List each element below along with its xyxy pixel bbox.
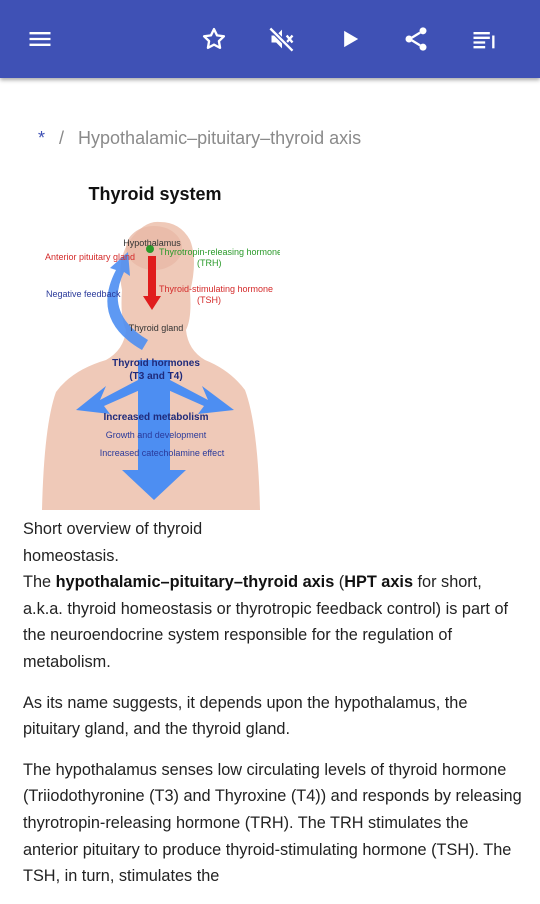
- breadcrumb-home-link[interactable]: *: [38, 128, 46, 148]
- label-negative-feedback: Negative feedback: [46, 289, 121, 299]
- play-icon: [344, 30, 359, 48]
- label-t3-t4: (T3 and T4): [129, 371, 182, 382]
- tsh-arrow: [143, 256, 161, 310]
- intro-text-3: for short, a.k.a. thyroid homeostasis or…: [23, 573, 509, 671]
- share-icon: [405, 27, 427, 51]
- share-button[interactable]: [396, 19, 436, 59]
- paragraph-mechanism: The hypothalamus senses low circulating …: [23, 760, 522, 886]
- label-thyroid-gland: Thyroid gland: [129, 323, 184, 333]
- star-icon: [202, 27, 226, 50]
- playlist-icon: [473, 32, 495, 49]
- brain-shape: [126, 226, 182, 270]
- intro-text-2: (: [334, 573, 345, 592]
- thyroid-diagram: Hypothalamus Anterior pituitary gland Th…: [42, 221, 280, 510]
- paragraph-intro: The hypothalamic–pituitary–thyroid axis …: [23, 569, 523, 675]
- label-thyroid-hormones: Thyroid hormones: [112, 358, 200, 369]
- breadcrumb-separator: /: [59, 128, 65, 148]
- label-tsh-line1: Thyroid-stimulating hormone: [159, 284, 273, 294]
- menu-button[interactable]: [20, 19, 60, 59]
- right-arm-arrow: [168, 380, 234, 414]
- favorite-button[interactable]: [194, 19, 234, 59]
- figure-caption: Short overview of thyroid homeostasis.: [23, 520, 203, 565]
- breadcrumb-current: Hypothalamic–pituitary–thyroid axis: [78, 128, 362, 148]
- breadcrumb: * / Hypothalamic–pituitary–thyroid axis: [38, 128, 361, 149]
- label-increased-metabolism: Increased metabolism: [103, 412, 208, 423]
- intro-text-1: The: [23, 573, 56, 592]
- metabolism-arrow: [122, 360, 186, 500]
- menu-icon: [29, 32, 51, 46]
- label-trh-line1: Thyrotropin-releasing hormone: [159, 247, 280, 257]
- label-growth: Growth and development: [106, 430, 207, 440]
- app-bar: [0, 0, 540, 78]
- left-arm-arrow: [76, 380, 140, 414]
- label-hypothalamus: Hypothalamus: [123, 238, 181, 248]
- thyroid-system-figure[interactable]: Thyroid system Hypothalamus Anterior pit…: [30, 180, 280, 510]
- term-hpt-abbrev: HPT axis: [344, 573, 413, 592]
- play-button[interactable]: [330, 19, 370, 59]
- article-body: Short overview of thyroid homeostasis. T…: [23, 516, 523, 904]
- label-catecholamine: Increased catecholamine effect: [100, 448, 225, 458]
- mute-icon: [268, 26, 295, 53]
- label-trh-line2: (TRH): [197, 258, 222, 268]
- hypothalamus-marker: [146, 245, 154, 253]
- paragraph-name: As its name suggests, it depends upon th…: [23, 693, 468, 739]
- feedback-arrow: [107, 252, 148, 350]
- label-anterior-pituitary: Anterior pituitary gland: [45, 252, 135, 262]
- figure-title: Thyroid system: [88, 184, 222, 204]
- term-hpt-axis: hypothalamic–pituitary–thyroid axis: [55, 573, 335, 592]
- mute-button[interactable]: [262, 19, 302, 59]
- label-tsh-line2: (TSH): [197, 295, 221, 305]
- playlist-button[interactable]: [464, 19, 504, 59]
